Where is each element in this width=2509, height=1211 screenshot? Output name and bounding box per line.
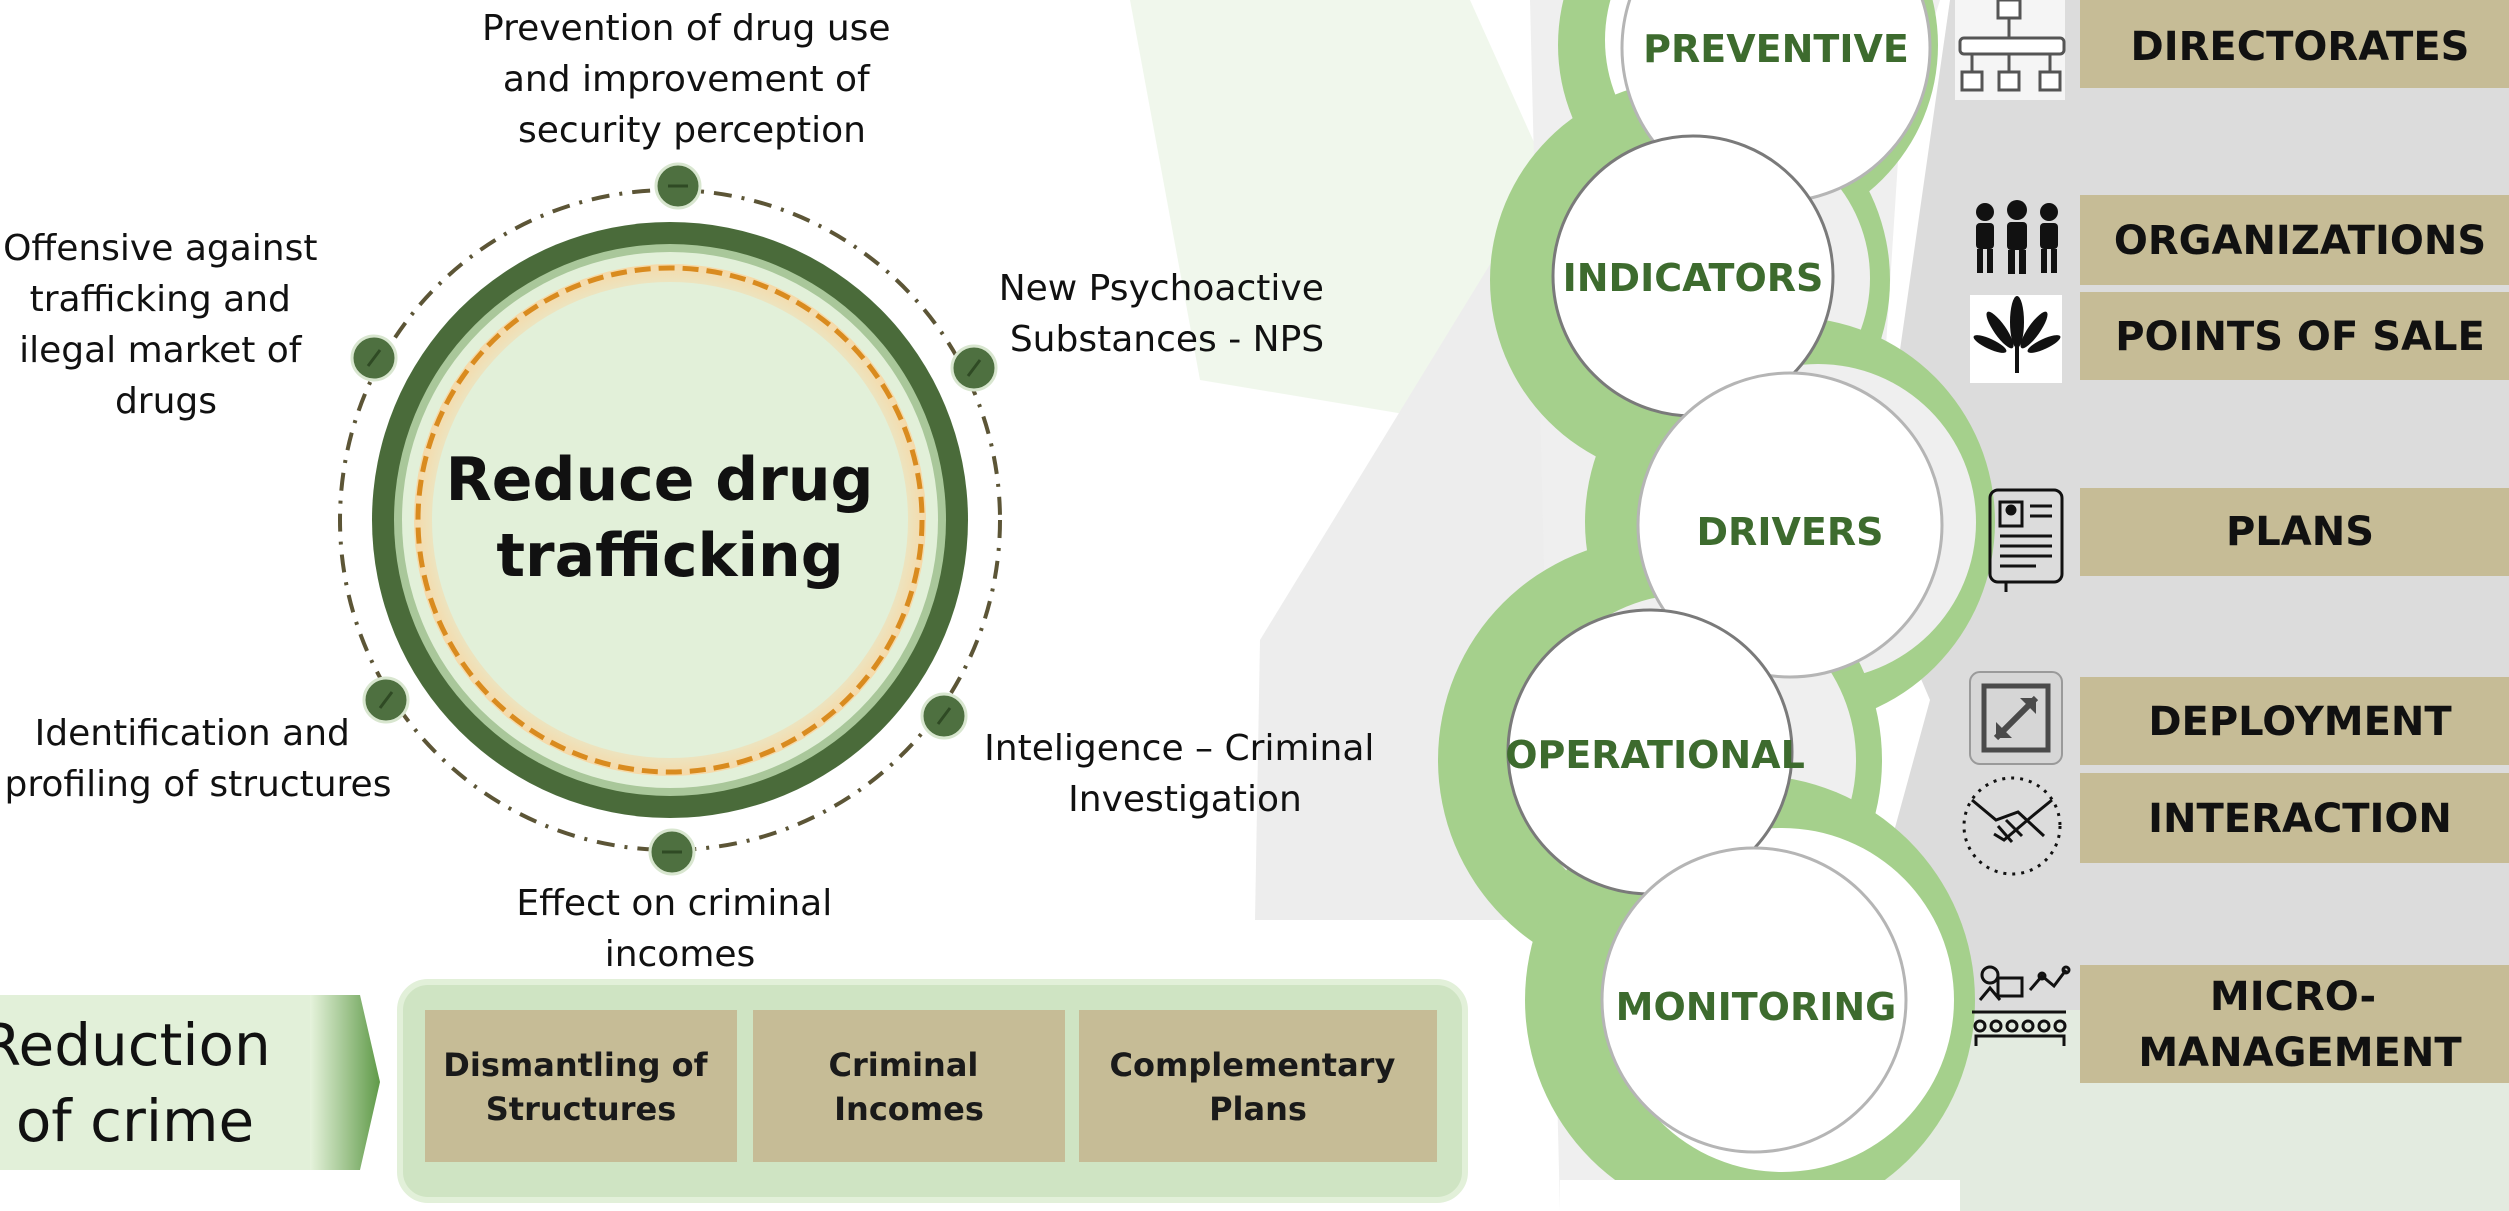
pillar-label: MONITORING — [1616, 985, 1897, 1029]
crime-title-box — [0, 995, 310, 1170]
crime-box-plans — [1079, 1010, 1437, 1162]
pillar-label: INDICATORS — [1563, 256, 1824, 300]
category-bar-plans — [2080, 488, 2509, 576]
document-icon — [1988, 488, 2064, 592]
category-bar-points-of-sale — [2080, 292, 2509, 380]
pillar-label: OPERATIONAL — [1505, 733, 1805, 777]
pillar-label: DRIVERS — [1697, 510, 1884, 554]
crime-box-dismantling — [425, 1010, 737, 1162]
category-label: MICRO- MANAGEMENT — [2138, 974, 2462, 1076]
pillar-chain: PREVENTIVE INDICATORS DRIVERS OPERATIONA… — [1438, 0, 1995, 1211]
crime-box-label: Complementary Plans — [1110, 1046, 1407, 1128]
category-label: DIRECTORATES — [2131, 24, 2470, 70]
category-bar-organizations — [2080, 195, 2509, 285]
pillar-label: PREVENTIVE — [1643, 27, 1909, 71]
category-bar-interaction — [2080, 773, 2509, 863]
hub-diagram: Reduce drug trafficking — [338, 162, 1002, 876]
category-label: INTERACTION — [2148, 796, 2452, 842]
crime-arrow — [310, 995, 380, 1170]
label-prevention: Prevention of drug use and improvement o… — [482, 8, 902, 151]
presentation-icon — [1972, 965, 2071, 1046]
crime-box-incomes — [753, 1010, 1065, 1162]
org-chart-icon — [1955, 0, 2066, 100]
crime-section: Reduction of crime Dismantling of Struct… — [0, 979, 1468, 1203]
category-bar-directorates — [2080, 0, 2509, 88]
category-label: ORGANIZATIONS — [2114, 218, 2486, 264]
category-bar-micromanagement — [2080, 965, 2509, 1083]
handshake-icon — [1962, 776, 2062, 876]
label-offensive: Offensive against trafficking and ilegal… — [3, 228, 329, 422]
hub-orbit-ring — [338, 188, 1002, 852]
label-intelligence: Inteligence – Criminal Investigation — [984, 728, 1386, 820]
pillar-circle-drivers — [1636, 371, 1944, 679]
category-bars: DIRECTORATES ORGANIZATIONS POINTS OF SAL… — [2080, 0, 2509, 1083]
expand-icon — [1969, 671, 2063, 765]
label-identification: Identification and profiling of structur… — [5, 713, 392, 805]
category-label: DEPLOYMENT — [2148, 699, 2452, 745]
cannabis-leaf-icon — [1970, 295, 2062, 383]
label-criminal-incomes: Effect on criminal incomes — [516, 883, 843, 975]
category-label: POINTS OF SALE — [2115, 314, 2485, 360]
crime-title: Reduction of crime — [0, 1011, 289, 1155]
crime-box-label: Dismantling of Structures — [443, 1046, 718, 1128]
people-group-icon — [1976, 200, 2058, 274]
pillar-circle-monitoring — [1600, 846, 1908, 1154]
hub-dashed-ring — [415, 265, 925, 775]
crime-box-label: Criminal Incomes — [828, 1046, 989, 1128]
category-bar-deployment — [2080, 677, 2509, 765]
label-nps: New Psychoactive Substances - NPS — [999, 268, 1336, 360]
category-label: PLANS — [2226, 509, 2374, 555]
hub-title: Reduce drug trafficking — [446, 445, 895, 591]
